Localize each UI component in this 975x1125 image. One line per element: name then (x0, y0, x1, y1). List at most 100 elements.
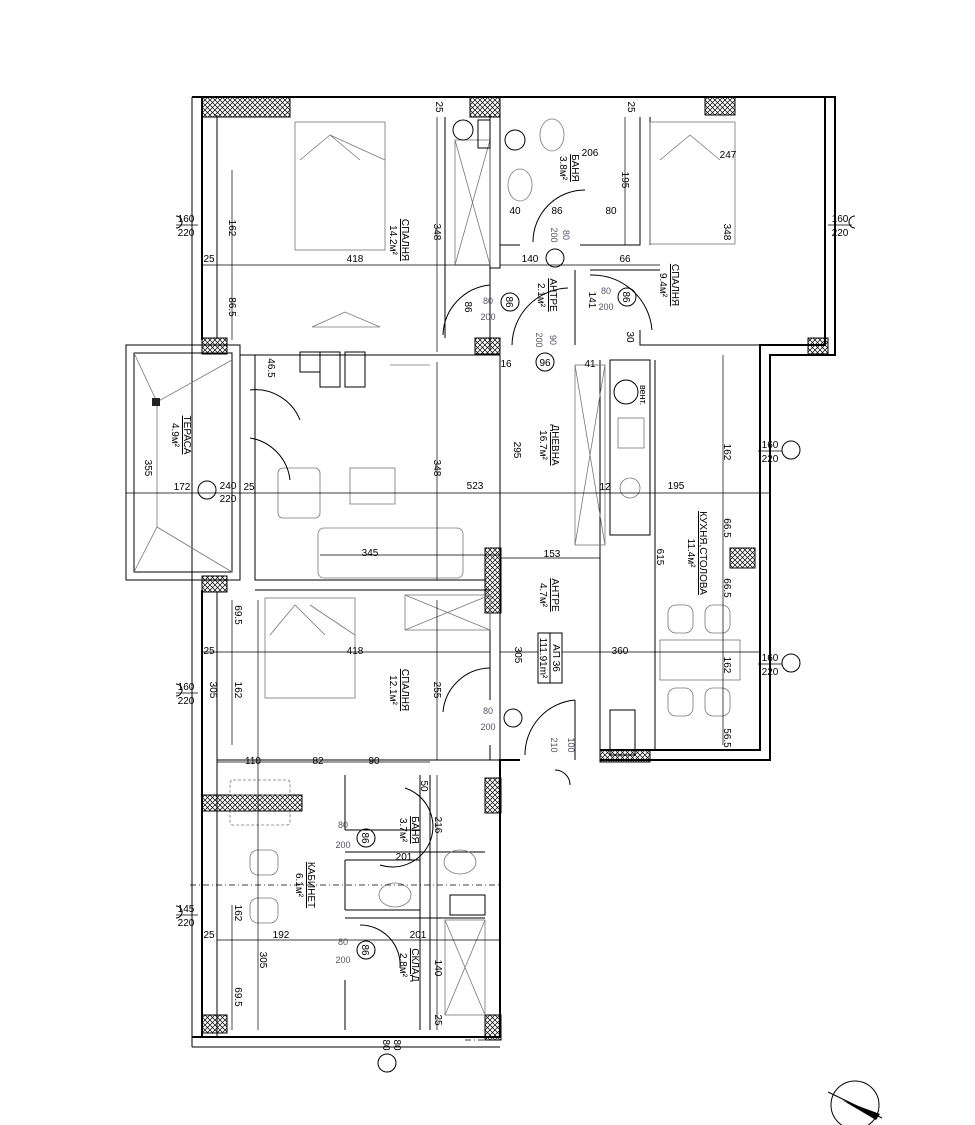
svg-text:СПАЛНЯ: СПАЛНЯ (669, 264, 680, 306)
dim-label: 295 (511, 442, 522, 459)
dim-label: 82 (312, 756, 324, 767)
dim-label: 305 (207, 682, 218, 699)
dim-label: 162 (226, 220, 237, 237)
svg-text:СПАЛНЯ: СПАЛНЯ (399, 669, 410, 711)
dim-label: 25 (625, 101, 636, 113)
dim-label: 418 (347, 254, 364, 265)
dim-label: 172 (174, 482, 191, 493)
svg-text:80: 80 (483, 706, 493, 716)
svg-text:80: 80 (338, 820, 348, 830)
dim-label: 192 (273, 930, 290, 941)
dim-label: 25 (203, 930, 215, 941)
dim-label: 201 (396, 852, 413, 863)
dim-label: 153 (544, 549, 561, 560)
dimension-lines (126, 117, 770, 1041)
dim-label: 66.5 (721, 578, 732, 598)
dimension-labels: 25 25 206 195 247 162 348 348 40 86 80 1… (142, 101, 737, 1026)
dim-label: 40 (509, 206, 521, 217)
svg-text:160: 160 (762, 440, 779, 451)
dim-label: 90 (368, 756, 380, 767)
dim-label: 12 (599, 482, 611, 493)
dim-label: 25 (433, 101, 444, 113)
vent-label: вент. (638, 385, 648, 405)
dim-label: 206 (582, 148, 599, 159)
svg-text:86: 86 (359, 944, 370, 956)
kitchen-counter (609, 359, 651, 536)
wardrobe (574, 364, 606, 546)
svg-text:3.8м²: 3.8м² (557, 156, 568, 181)
svg-text:БАНЯ: БАНЯ (569, 154, 580, 181)
svg-text:АНТРЕ: АНТРЕ (549, 578, 560, 612)
sink (378, 882, 412, 908)
dim-label: 41 (584, 359, 596, 370)
svg-text:160: 160 (178, 214, 195, 225)
svg-text:220: 220 (762, 454, 779, 465)
svg-text:16.7м²: 16.7м² (537, 430, 548, 460)
door-mark: 210 100 (549, 737, 576, 752)
svg-text:200: 200 (335, 955, 350, 965)
svg-text:9.4м²: 9.4м² (657, 273, 668, 298)
dim-label: 25 (432, 1014, 443, 1026)
compass-icon (827, 1080, 883, 1125)
dim-label: 50 (418, 780, 429, 792)
dining-table (659, 639, 741, 681)
interior-walls (216, 115, 808, 1037)
dim-label: 25 (203, 646, 215, 657)
dim-label: 66 (619, 254, 631, 265)
toilet (539, 118, 565, 152)
svg-text:11.4м²: 11.4м² (685, 539, 696, 569)
dim-label: 305 (257, 952, 268, 969)
apartment-area: 111.91m² (537, 638, 548, 679)
dim-label: 25 (203, 254, 215, 265)
svg-text:220: 220 (762, 667, 779, 678)
svg-text:4.7м²: 4.7м² (537, 583, 548, 608)
dim-label: 66.5 (721, 518, 732, 538)
svg-text:220: 220 (178, 228, 195, 239)
svg-text:СПАЛНЯ: СПАЛНЯ (399, 219, 410, 261)
dim-label: 140 (432, 960, 443, 977)
sofa (317, 527, 464, 579)
svg-text:220: 220 (178, 918, 195, 929)
dim-label: 195 (668, 481, 685, 492)
svg-text:200: 200 (480, 312, 495, 322)
bed (649, 121, 736, 245)
svg-text:СКЛАД: СКЛАД (409, 948, 420, 982)
svg-text:86: 86 (359, 832, 370, 844)
svg-text:80: 80 (380, 1039, 391, 1051)
dim-label: 46.5 (265, 358, 276, 378)
dim-label: 255 (431, 682, 442, 699)
svg-text:100: 100 (566, 737, 576, 752)
dim-label: 360 (612, 646, 629, 657)
dim-label: 56.5 (721, 728, 732, 748)
dim-label: 348 (431, 460, 442, 477)
svg-text:2.1м²: 2.1м² (535, 283, 546, 308)
svg-text:80: 80 (561, 230, 571, 240)
svg-text:КУХНЯ,СТОЛОВА: КУХНЯ,СТОЛОВА (697, 511, 708, 595)
svg-text:ДНЕВНА: ДНЕВНА (549, 424, 560, 466)
svg-text:ТЕРАСА: ТЕРАСА (181, 416, 192, 455)
svg-text:210: 210 (549, 737, 559, 752)
dim-label: 615 (654, 549, 665, 566)
sink (507, 168, 533, 202)
svg-text:240: 240 (220, 481, 237, 492)
svg-text:220: 220 (220, 494, 237, 505)
